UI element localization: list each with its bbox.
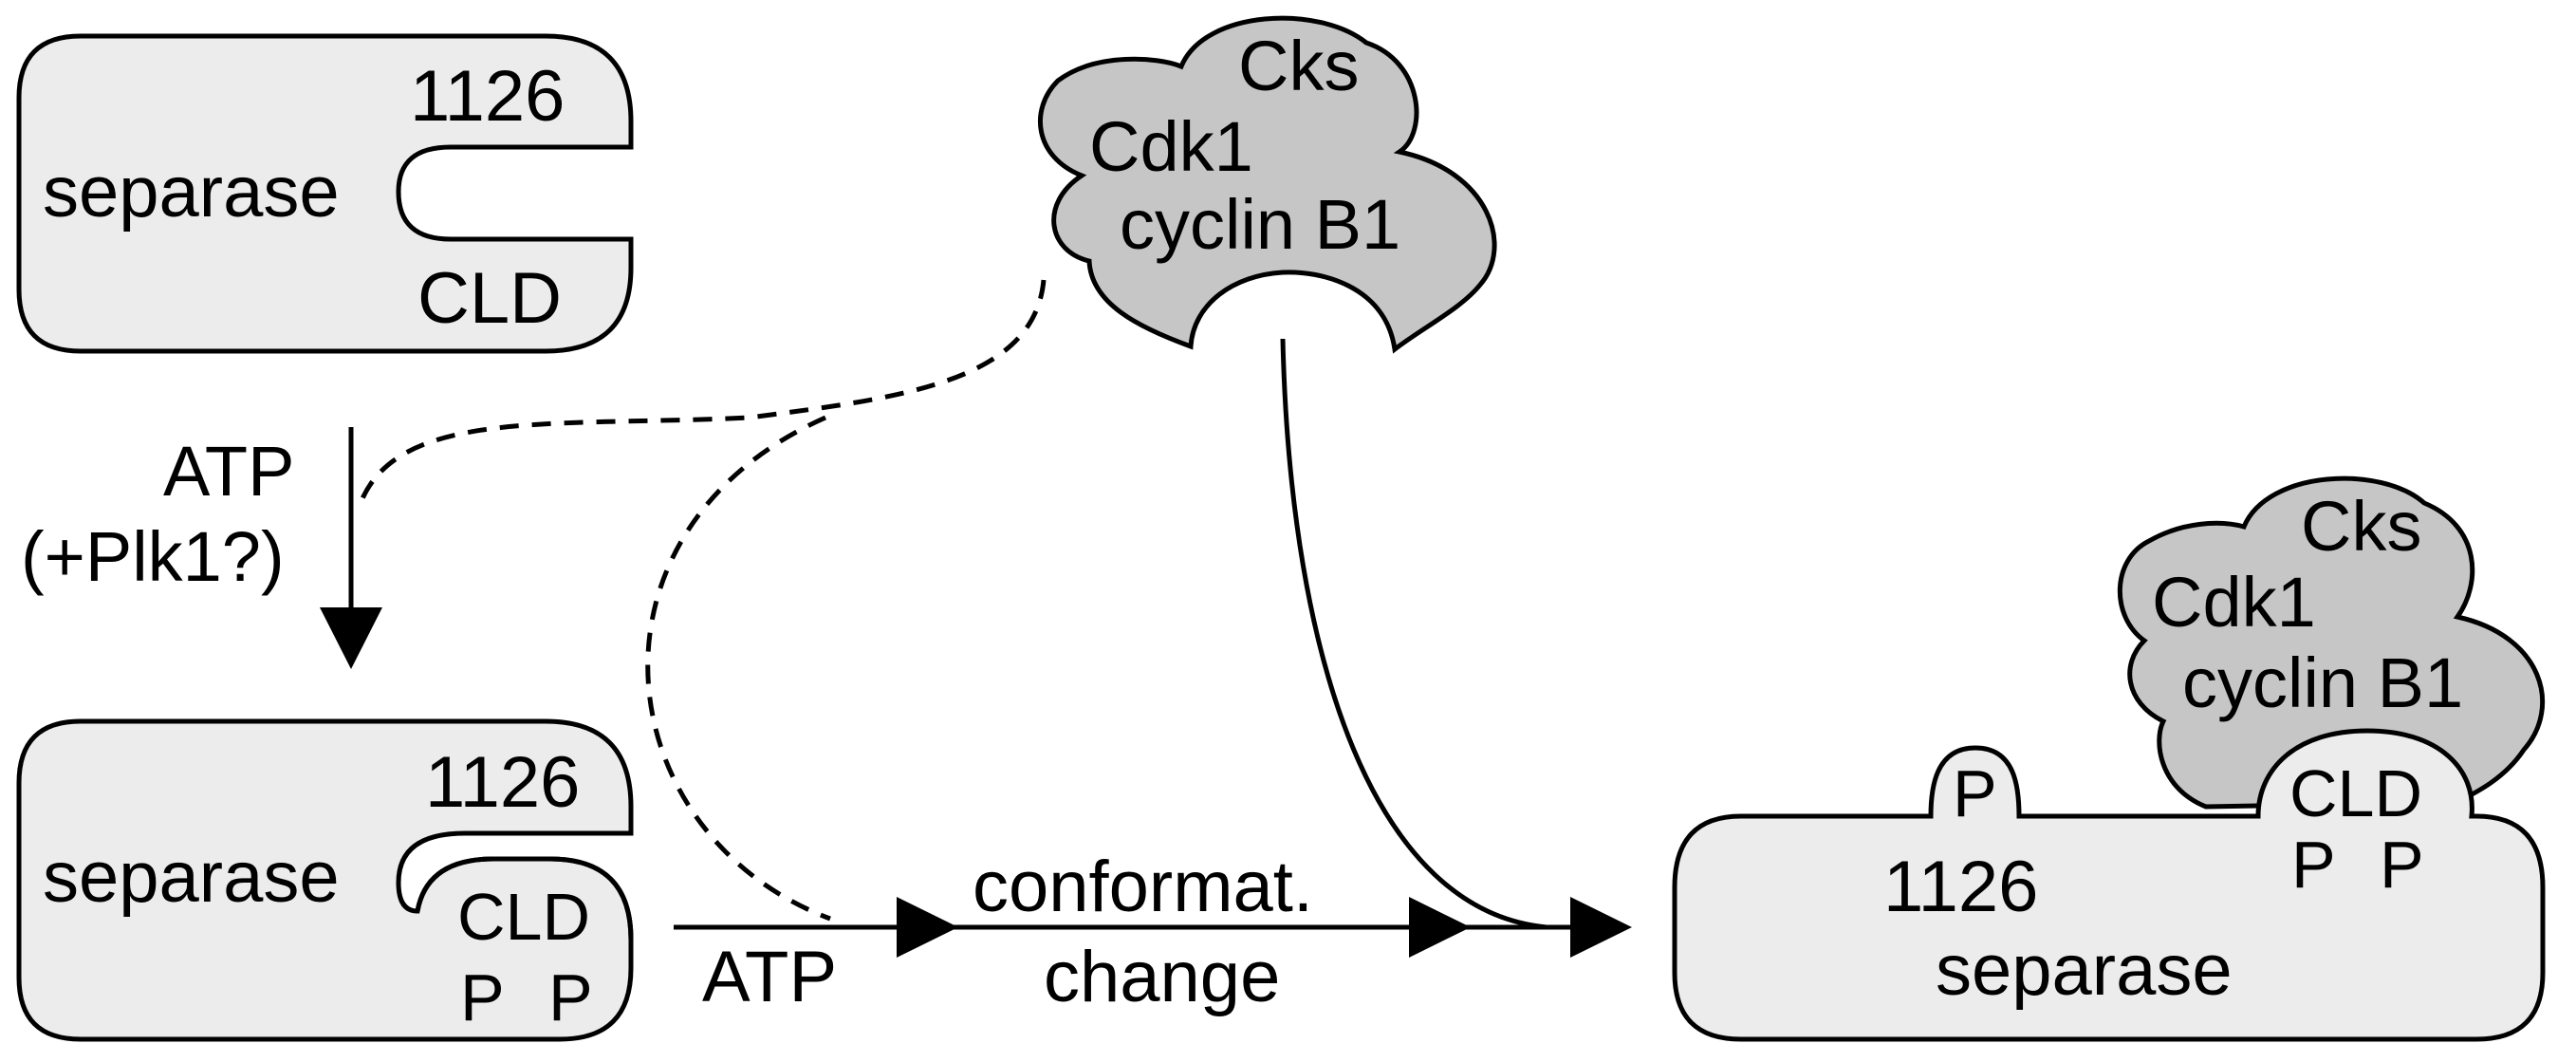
separase-open-cld: CLD xyxy=(417,258,562,339)
separase-final-shape xyxy=(1672,728,2546,1042)
cld-pocket-outline xyxy=(415,856,634,941)
separase-phospho-label: separase xyxy=(43,837,340,918)
cdk1-complex-top: Cks Cdk1 cyclin B1 xyxy=(1037,15,1497,354)
step2-conformat-label: conformat. xyxy=(973,847,1313,927)
step1-plk1-label: (+Plk1?) xyxy=(21,517,285,596)
step1-arrowhead xyxy=(320,607,382,669)
step2-change-label: change xyxy=(1044,937,1280,1017)
separase-final-site: 1126 xyxy=(1883,847,2038,927)
dashed-path-to-step2 xyxy=(645,415,831,922)
separase-open-shape xyxy=(16,33,634,354)
binding-curve xyxy=(1280,338,1547,930)
cks-label-top: Cks xyxy=(1238,27,1359,105)
step1-atp-label: ATP xyxy=(163,432,294,511)
cks-label-final: Cks xyxy=(2301,487,2421,566)
separase-phospho-site: 1126 xyxy=(425,742,580,823)
separase-final-label: separase xyxy=(1936,930,2233,1011)
separase-final-cld: CLD xyxy=(2289,756,2422,830)
cdk1-label-final: Cdk1 xyxy=(2152,563,2316,642)
cdk1-complex-final: Cks Cdk1 cyclin B1 xyxy=(2117,475,2546,810)
cdk1-complex-final-shape xyxy=(2117,475,2546,810)
separase-phospho-cld: CLD xyxy=(457,880,590,954)
separase-open-site: 1126 xyxy=(410,56,565,137)
phospho-final-2: P xyxy=(2380,828,2424,902)
bump-phospho-marker: P xyxy=(1953,756,1997,830)
phospho-final-1: P xyxy=(2291,828,2336,902)
separase-final: P CLD P P 1126 separase xyxy=(1672,728,2546,1042)
phospho-marker-2: P xyxy=(548,960,593,1034)
cdk1-label-top: Cdk1 xyxy=(1089,107,1253,186)
separase-phospho: 1126 separase CLD P P xyxy=(16,718,634,1042)
cyclin-b1-label-top: cyclin B1 xyxy=(1120,185,1400,264)
step2-atp-label: ATP xyxy=(702,937,837,1017)
step2-arrow: ATP conformat. change xyxy=(674,847,1632,1017)
cdk1-complex-top-shape xyxy=(1037,15,1497,354)
step2-arrowhead-2 xyxy=(1409,897,1471,958)
step1-arrow: ATP (+Plk1?) xyxy=(21,427,382,669)
step2-arrowhead-1 xyxy=(897,897,958,958)
separase-open-label: separase xyxy=(43,152,340,233)
phospho-marker-1: P xyxy=(460,960,505,1034)
step2-arrowhead-3 xyxy=(1570,897,1632,958)
cyclin-b1-label-final: cyclin B1 xyxy=(2182,643,2463,722)
separase-open: 1126 separase CLD xyxy=(16,33,634,354)
